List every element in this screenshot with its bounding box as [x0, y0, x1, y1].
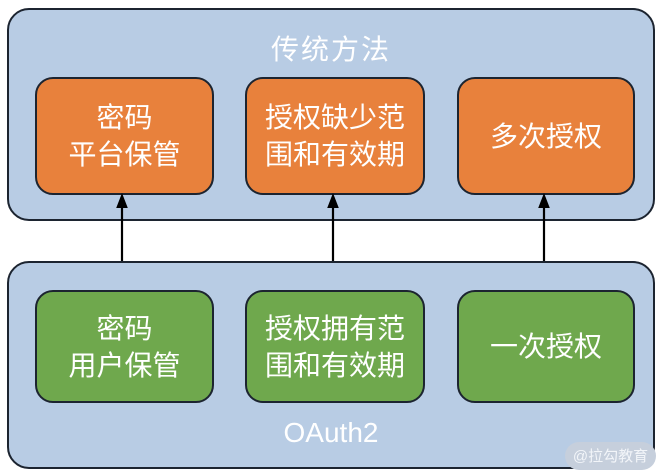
traditional-method-group: 传统方法 密码 平台保管 授权缺少范 围和有效期 多次授权 — [7, 8, 655, 221]
oauth2-box-single-auth: 一次授权 — [457, 290, 635, 403]
traditional-box-auth-no-scope-label: 授权缺少范 围和有效期 — [264, 102, 405, 170]
traditional-method-title: 传统方法 — [270, 34, 391, 65]
traditional-box-auth-no-scope: 授权缺少范 围和有效期 — [245, 77, 425, 195]
oauth2-box-auth-with-scope-label: 授权拥有范 围和有效期 — [264, 312, 405, 381]
oauth2-box-password-user: 密码 用户保管 — [35, 290, 214, 403]
watermark-label: @拉勾教育 — [572, 447, 649, 465]
traditional-box-multiple-auth-label: 多次授权 — [489, 120, 602, 152]
watermark-badge: @拉勾教育 — [565, 442, 656, 470]
oauth2-box-auth-with-scope: 授权拥有范 围和有效期 — [245, 290, 425, 403]
traditional-box-multiple-auth: 多次授权 — [457, 77, 635, 195]
oauth2-title: OAuth2 — [283, 417, 379, 448]
oauth2-box-single-auth-label: 一次授权 — [489, 331, 602, 362]
traditional-box-password-platform: 密码 平台保管 — [35, 77, 214, 195]
traditional-box-password-platform-label: 密码 平台保管 — [68, 102, 181, 170]
oauth2-box-password-user-label: 密码 用户保管 — [68, 312, 181, 381]
oauth2-group: 密码 用户保管 授权拥有范 围和有效期 一次授权 OAuth2 — [7, 261, 655, 469]
